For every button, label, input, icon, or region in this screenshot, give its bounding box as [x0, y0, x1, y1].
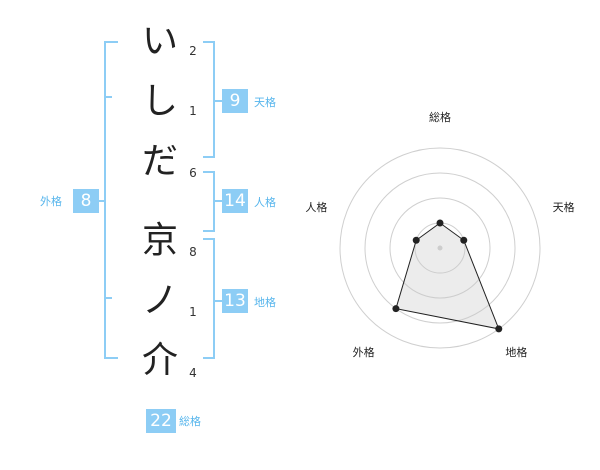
radar-point-5 — [412, 236, 420, 244]
stroke-count-1: 2 — [189, 44, 197, 58]
chikaku-label: 地格 — [254, 296, 276, 309]
radar-point-2 — [460, 236, 468, 244]
jinkaku-badge: 14 — [222, 189, 248, 213]
radar-grid-ring — [364, 172, 516, 324]
tenkaku-label: 天格 — [254, 96, 276, 109]
soukaku-label: 総格 — [179, 415, 201, 428]
radar-point-4 — [392, 305, 400, 313]
radar-center-dot — [437, 245, 443, 251]
soukaku-badge: 22 — [146, 409, 176, 433]
name-char-2: し — [141, 81, 178, 122]
stroke-count-5: 1 — [189, 305, 197, 319]
radar-grid-ring — [389, 197, 491, 299]
gaikaku-label: 外格 — [40, 195, 62, 208]
chikaku-badge: 13 — [222, 289, 248, 313]
radar-series-polygon — [395, 222, 500, 330]
name-char-6: 介 — [141, 340, 178, 381]
tenkaku-badge: 9 — [222, 89, 248, 113]
gaikaku-badge: 8 — [73, 189, 99, 213]
radar-axis-label-4: 外格 — [352, 346, 375, 360]
name-char-1: い — [141, 21, 178, 62]
radar-axis-label-2: 天格 — [552, 200, 575, 214]
stroke-count-2: 1 — [189, 104, 197, 118]
stroke-count-6: 4 — [189, 366, 197, 380]
radar-axis-label-5: 人格 — [305, 200, 328, 214]
stroke-count-3: 6 — [189, 166, 197, 180]
radar-axis-label-3: 地格 — [505, 346, 528, 360]
radar-axis-label-1: 総格 — [429, 111, 451, 124]
radar-point-3 — [495, 325, 503, 333]
stroke-count-4: 8 — [189, 245, 197, 259]
name-char-3: だ — [141, 141, 178, 182]
jinkaku-label: 人格 — [254, 196, 276, 209]
name-char-4: 京 — [141, 220, 178, 261]
radar-point-1 — [436, 219, 444, 227]
name-char-5: ノ — [141, 280, 178, 321]
radar-grid-ring — [339, 147, 541, 349]
